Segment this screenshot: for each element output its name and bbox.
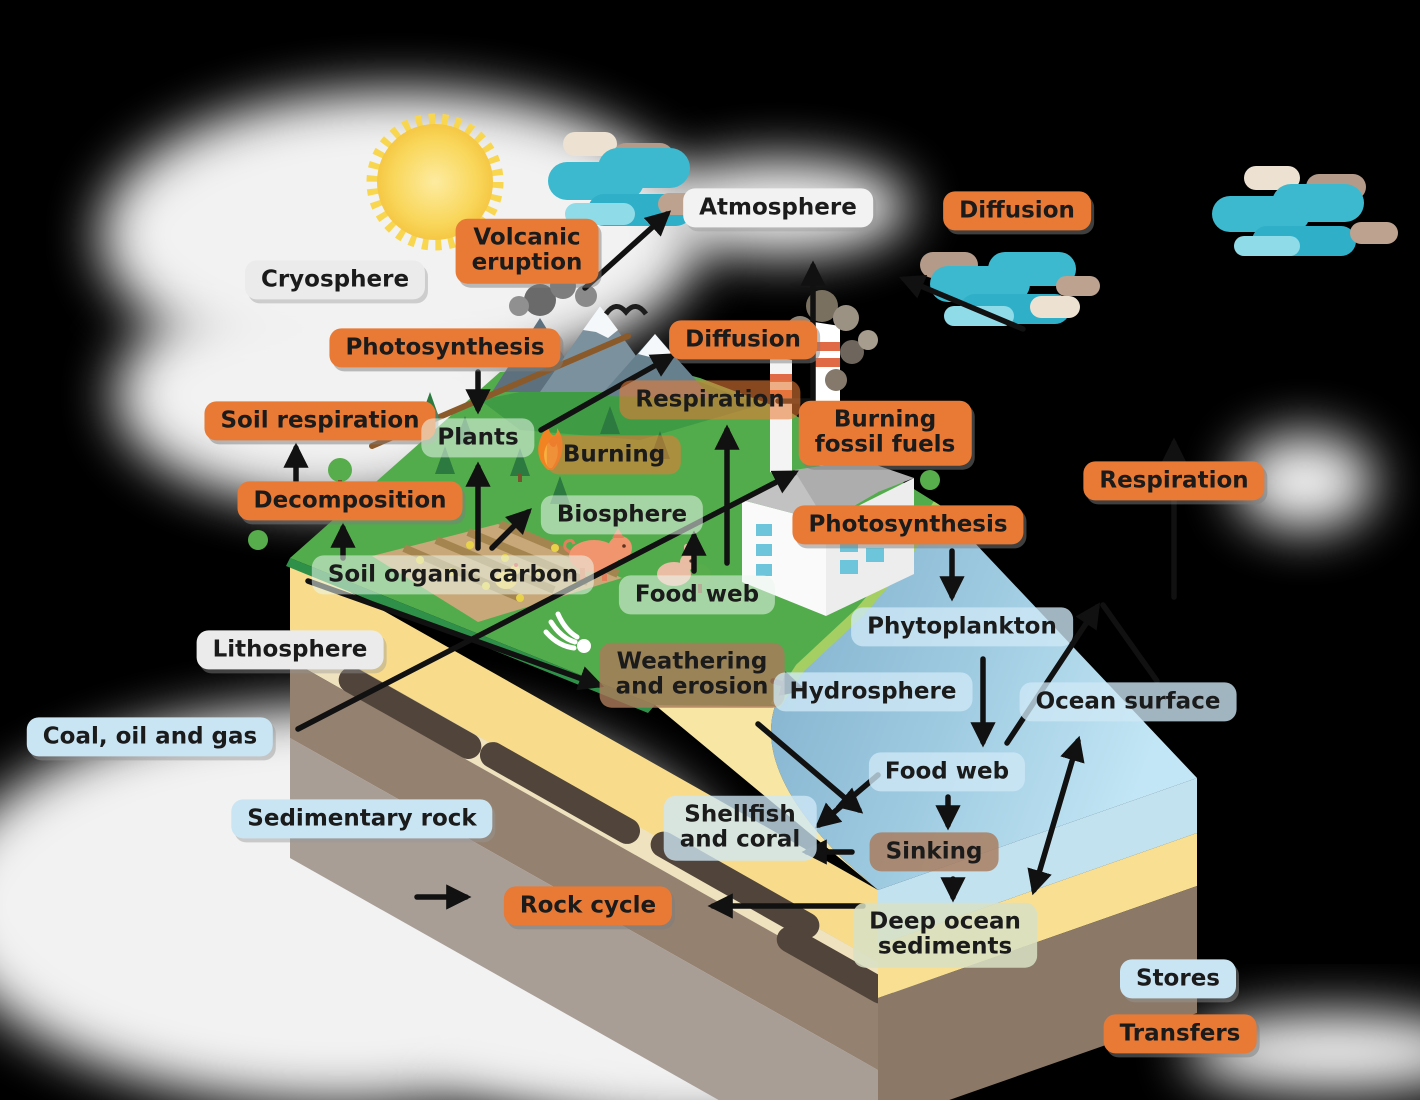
arrow-land-to-diffusion: [538, 353, 677, 433]
arrow-volcanic-to-atmosphere: [582, 210, 672, 291]
label-volcanic-eruption: Volcanic eruption: [455, 218, 599, 284]
label-coal-oil-and-gas: Coal, oil and gas: [26, 717, 274, 757]
arrow-cloud-diffusion: [898, 275, 1026, 332]
label-rock-cycle: Rock cycle: [503, 886, 673, 926]
label-lithosphere: Lithosphere: [196, 630, 384, 670]
bones-icon: [543, 611, 591, 653]
sun-icon: [366, 113, 504, 251]
label-hydrosphere: Hydrosphere: [773, 672, 973, 712]
label-diffusion-top: Diffusion: [943, 191, 1091, 231]
arrow-ocean-surface-to-apex: [1100, 602, 1160, 684]
cloud-icon: [920, 252, 1100, 326]
label-photosynthesis-right: Photosynthesis: [792, 505, 1024, 545]
label-burning-fossil-fuels: Burning fossil fuels: [798, 400, 972, 466]
eagle-icon: [603, 304, 649, 316]
label-biosphere: Biosphere: [540, 495, 704, 535]
label-decomposition: Decomposition: [237, 481, 463, 521]
label-deep-ocean-sediments: Deep ocean sediments: [853, 902, 1037, 968]
label-soil-respiration: Soil respiration: [204, 401, 436, 441]
arrow-ocean-surface-deep-exchange: [1027, 735, 1085, 896]
label-cryosphere: Cryosphere: [244, 260, 426, 300]
legend-stores: Stores: [1120, 959, 1236, 999]
label-respiration-right: Respiration: [1083, 461, 1265, 501]
cloud-icon: [1212, 166, 1398, 256]
label-phytoplankton: Phytoplankton: [851, 607, 1073, 647]
arrow-weathering-to-sinking: [755, 721, 864, 814]
label-food-web-land: Food web: [618, 575, 776, 615]
label-food-web-ocean: Food web: [868, 752, 1026, 792]
label-plants: Plants: [421, 418, 535, 458]
label-respiration-mid: Respiration: [619, 380, 801, 420]
label-diffusion-mid: Diffusion: [669, 320, 817, 360]
arrow-land-to-weathering: [305, 578, 605, 691]
arrow-food-web-to-shellfish: [814, 772, 881, 829]
label-shellfish-and-coral: Shellfish and coral: [663, 795, 817, 861]
label-weathering-and-erosion: Weathering and erosion: [599, 642, 785, 708]
label-ocean-surface: Ocean surface: [1019, 682, 1237, 722]
legend-transfers: Transfers: [1103, 1014, 1257, 1054]
label-sinking: Sinking: [869, 832, 999, 872]
arrow-food-web-to-surface: [1004, 602, 1101, 746]
label-burning: Burning: [546, 435, 682, 475]
label-soil-organic-carbon: Soil organic carbon: [311, 555, 595, 595]
label-photosynthesis-left: Photosynthesis: [329, 328, 561, 368]
arrow-coal-to-burning-fossil-fuels: [295, 470, 799, 732]
label-sedimentary-rock: Sedimentary rock: [231, 799, 493, 839]
label-atmosphere: Atmosphere: [683, 188, 873, 228]
cloud-icon: [548, 132, 704, 226]
arrow-field-to-biosphere: [489, 508, 532, 551]
